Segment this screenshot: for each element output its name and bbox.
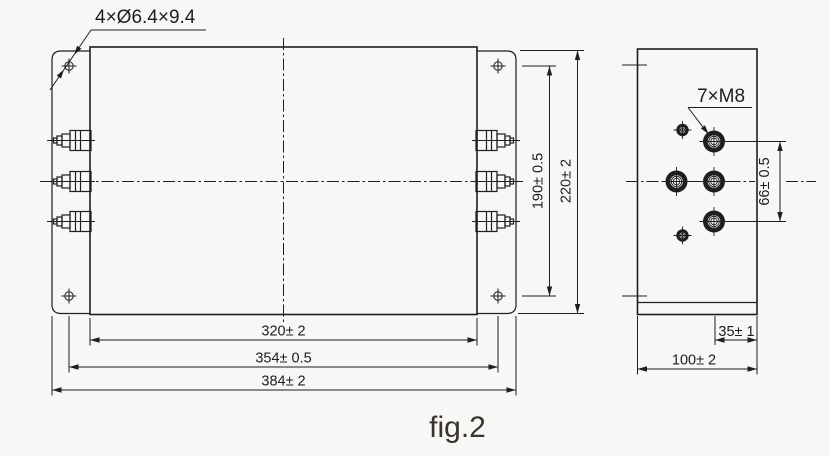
dim-label-35: 35± 1	[718, 324, 754, 340]
dim-label-190: 190± 0.5	[531, 153, 547, 209]
dim-label-66: 66± 0.5	[757, 157, 773, 205]
stud-terminal-middle-left	[661, 166, 692, 197]
left-mounting-flange	[51, 50, 90, 315]
dim-label-320: 320± 2	[261, 324, 305, 340]
mounting-hole-top-right	[490, 58, 506, 74]
terminal-left-2	[46, 170, 96, 193]
dim-overall-height: 220± 2	[518, 50, 584, 314]
mounting-hole-bottom-left	[61, 288, 77, 304]
dim-label-220: 220± 2	[559, 159, 575, 203]
mounting-hole-top-left	[61, 58, 77, 74]
terminal-callout-label: 7×M8	[697, 86, 745, 107]
right-mounting-flange	[477, 50, 517, 315]
dim-depth: 100± 2	[637, 316, 757, 375]
front-view: 4×Ø6.4×9.4 190± 0.5 220± 2	[40, 7, 584, 396]
dim-hole-spacing-vertical: 190± 0.5	[522, 65, 556, 297]
terminal-left-3	[46, 210, 96, 233]
terminal-right-3	[471, 210, 521, 233]
dim-label-384: 384± 2	[261, 374, 305, 390]
callout-mounting-holes: 4×Ø6.4×9.4	[49, 7, 206, 91]
terminal-right-1	[471, 129, 521, 152]
dim-hole-spacing-horizontal: 354± 0.5	[68, 316, 499, 373]
dim-terminal-offset: 35± 1	[714, 316, 758, 375]
side-view: 7×M8 66± 0.5 35± 1	[622, 48, 816, 375]
stud-terminal-top	[699, 126, 729, 157]
dim-label-354: 354± 0.5	[255, 351, 311, 367]
terminal-left-1	[46, 129, 96, 152]
screw-bottom	[673, 226, 692, 245]
figure-caption: fig.2	[429, 411, 486, 444]
dim-label-100: 100± 2	[672, 353, 716, 369]
callout-terminals: 7×M8	[687, 86, 752, 134]
mounting-hole-bottom-right	[490, 288, 506, 304]
dim-terminal-spacing: 66± 0.5	[727, 141, 786, 222]
stud-terminal-middle-right	[699, 166, 729, 197]
dim-overall-width: 384± 2	[51, 316, 517, 396]
screw-top	[673, 120, 692, 140]
terminal-right-2	[471, 170, 521, 193]
dim-body-width: 320± 2	[89, 318, 478, 346]
mounting-hole-callout-label: 4×Ø6.4×9.4	[95, 7, 196, 28]
stud-terminal-bottom	[699, 206, 729, 237]
